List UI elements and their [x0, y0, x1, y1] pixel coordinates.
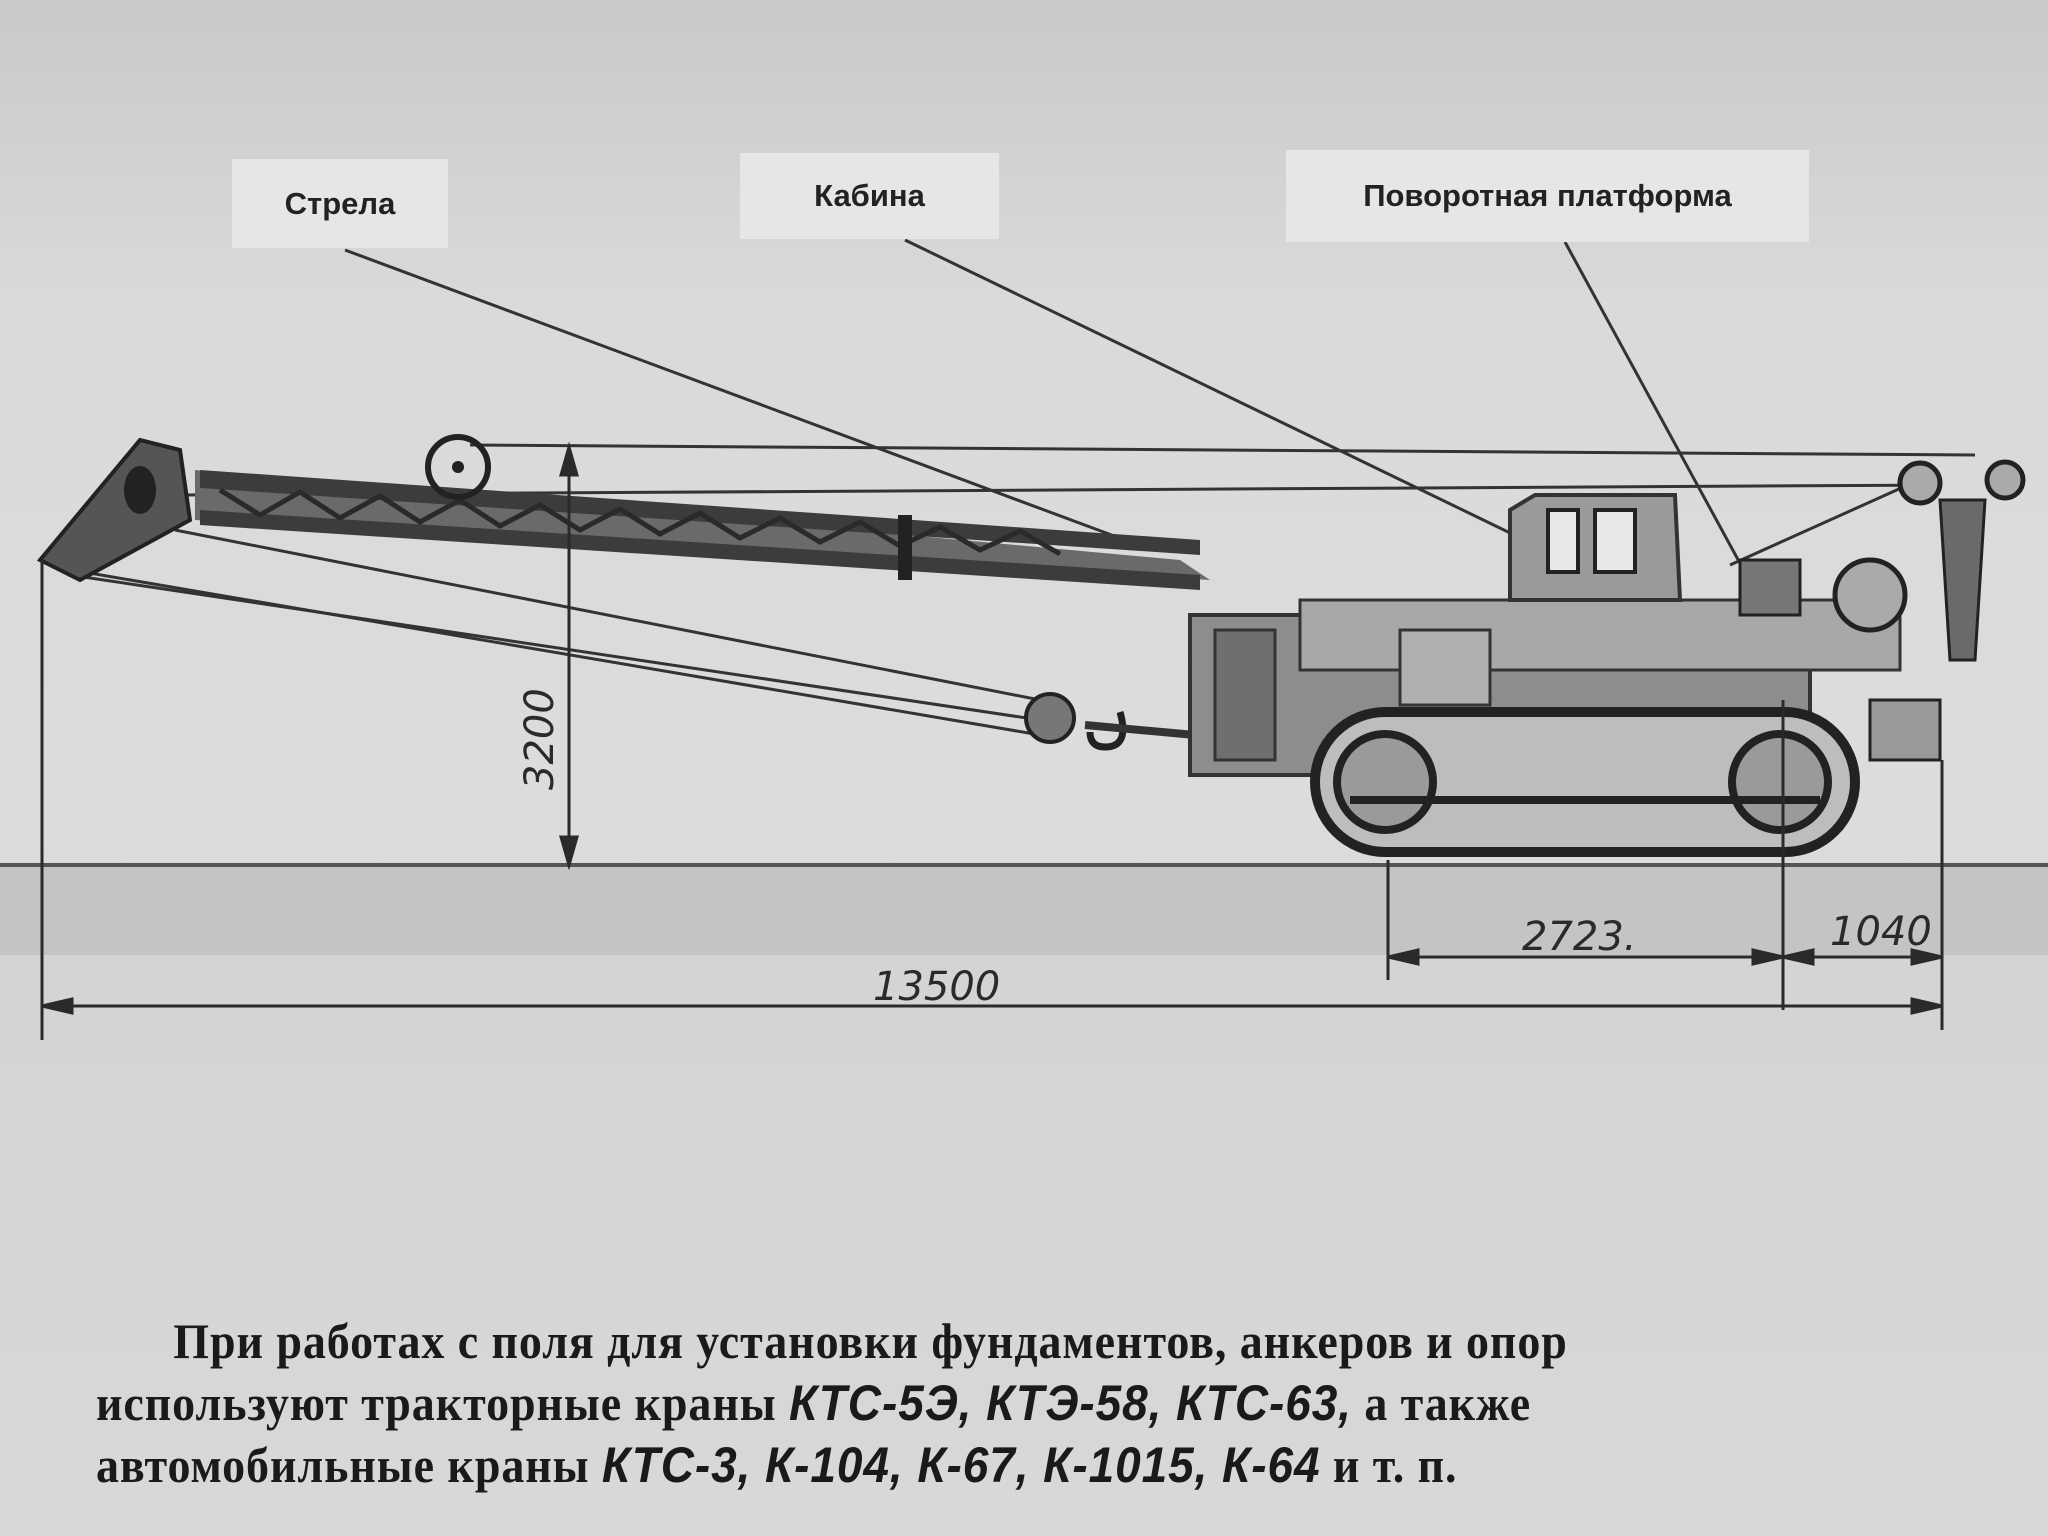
caption-models: КТС-3, К-104, К-67, К-1015, К-64	[601, 1437, 1321, 1493]
label-cabin: Кабина	[740, 153, 999, 239]
crawler-track	[1310, 707, 1860, 857]
caption-line-1: При работах с поля для установки фундаме…	[173, 1313, 1568, 1369]
dimension-lines	[40, 441, 1944, 1040]
hook-block	[1024, 692, 1196, 751]
caption-text: и т. п.	[1332, 1437, 1458, 1493]
caption-text: используют тракторные краны	[96, 1375, 777, 1431]
dim-track-base: 2723.	[1522, 914, 1637, 960]
caption-text: автомобильные краны	[96, 1437, 590, 1493]
caption: При работах с поля для установки фундаме…	[96, 1310, 1807, 1496]
dim-boom-height: 3200	[517, 688, 563, 790]
caption-text: а также	[1364, 1375, 1532, 1431]
caption-models: КТС-5Э, КТЭ-58, КТС-63,	[789, 1375, 1352, 1431]
sheave-icon	[425, 434, 491, 500]
dim-total-length: 13500	[873, 964, 1000, 1010]
caption-line-3: автомобильные краны КТС-3, К-104, К-67, …	[96, 1434, 1807, 1496]
boom	[36, 434, 1210, 590]
dim-rear-overhang: 1040	[1830, 909, 1932, 955]
ground-band	[0, 865, 2048, 955]
label-boom: Стрела	[232, 159, 448, 248]
crane-body	[1188, 459, 2026, 857]
caption-line-2: используют тракторные краны КТС-5Э, КТЭ-…	[96, 1372, 1807, 1434]
label-platform: Поворотная платформа	[1286, 150, 1809, 242]
